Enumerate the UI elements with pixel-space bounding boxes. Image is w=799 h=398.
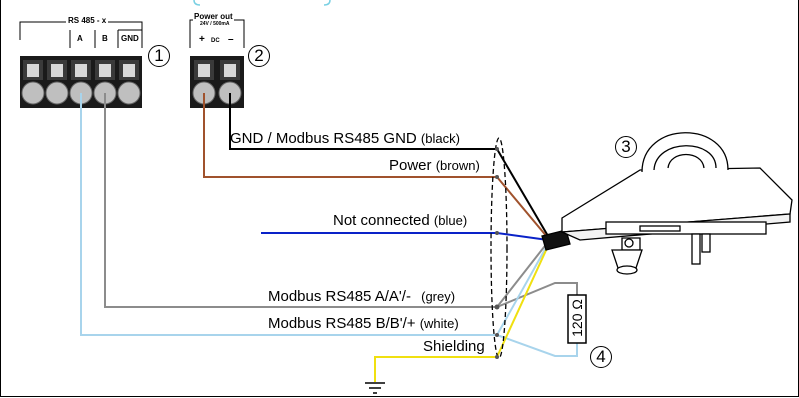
wire-label-blue-text: Not connected: [333, 212, 430, 229]
pyranometer-icon: [541, 132, 793, 275]
wire-label-shield: Shielding: [423, 339, 485, 354]
wire-white: [80, 93, 578, 357]
rs485-pin-b-label: B: [102, 34, 108, 43]
callout-3: 3: [615, 136, 637, 158]
wire-label-white-text: Modbus RS485 B/B'/+: [268, 315, 416, 332]
resistor-120-ohm: [567, 294, 587, 344]
power-dc-label: DC: [211, 38, 220, 44]
power-rating-label: 24V / 500mA: [200, 21, 230, 27]
power-pin-minus-label: –: [228, 34, 234, 45]
wire-black: [229, 93, 549, 237]
rs485-pin-a-label: A: [77, 34, 83, 43]
callout-4: 4: [590, 346, 612, 368]
wire-label-grey-color: (grey): [421, 289, 456, 304]
wire-label-white-color: (white): [419, 316, 459, 331]
wire-label-black-text: GND / Modbus RS485 GND: [230, 130, 417, 147]
wire-label-brown-color: (brown): [435, 158, 480, 173]
wire-label-brown: Power (brown): [389, 158, 480, 173]
power-pin-plus-label: +: [199, 34, 205, 45]
wire-label-grey-text: Modbus RS485 A/A'/-: [268, 288, 411, 305]
wire-brown: [203, 93, 549, 239]
rs485-header-label: RS 485 - x: [66, 16, 109, 25]
wire-label-black: GND / Modbus RS485 GND (black): [230, 131, 460, 146]
resistor-label: 120 Ω: [569, 299, 585, 337]
wire-blue: [261, 232, 549, 241]
callout-1: 1: [148, 45, 170, 67]
shield-boundary: [490, 137, 508, 359]
wire-label-white: Modbus RS485 B/B'/+ (white): [268, 316, 459, 331]
callout-2: 2: [248, 45, 270, 67]
rs485-pin-gnd-label: GND: [121, 34, 139, 43]
wire-label-blue-color: (blue): [433, 213, 468, 228]
wire-label-blue: Not connected (blue): [333, 213, 467, 228]
power-terminal-block: [190, 56, 244, 108]
ground-symbol-icon: [365, 382, 385, 394]
wire-label-shield-text: Shielding: [423, 338, 485, 355]
wire-label-brown-text: Power: [389, 157, 432, 174]
junction-dots: [494, 147, 500, 359]
wire-label-grey: Modbus RS485 A/A'/- (grey): [268, 289, 455, 304]
wire-label-black-color: (black): [420, 131, 460, 146]
wire-shield: [374, 245, 549, 382]
power-header-label: Power out: [193, 12, 234, 21]
cropped-title-fragment: [193, 0, 331, 6]
